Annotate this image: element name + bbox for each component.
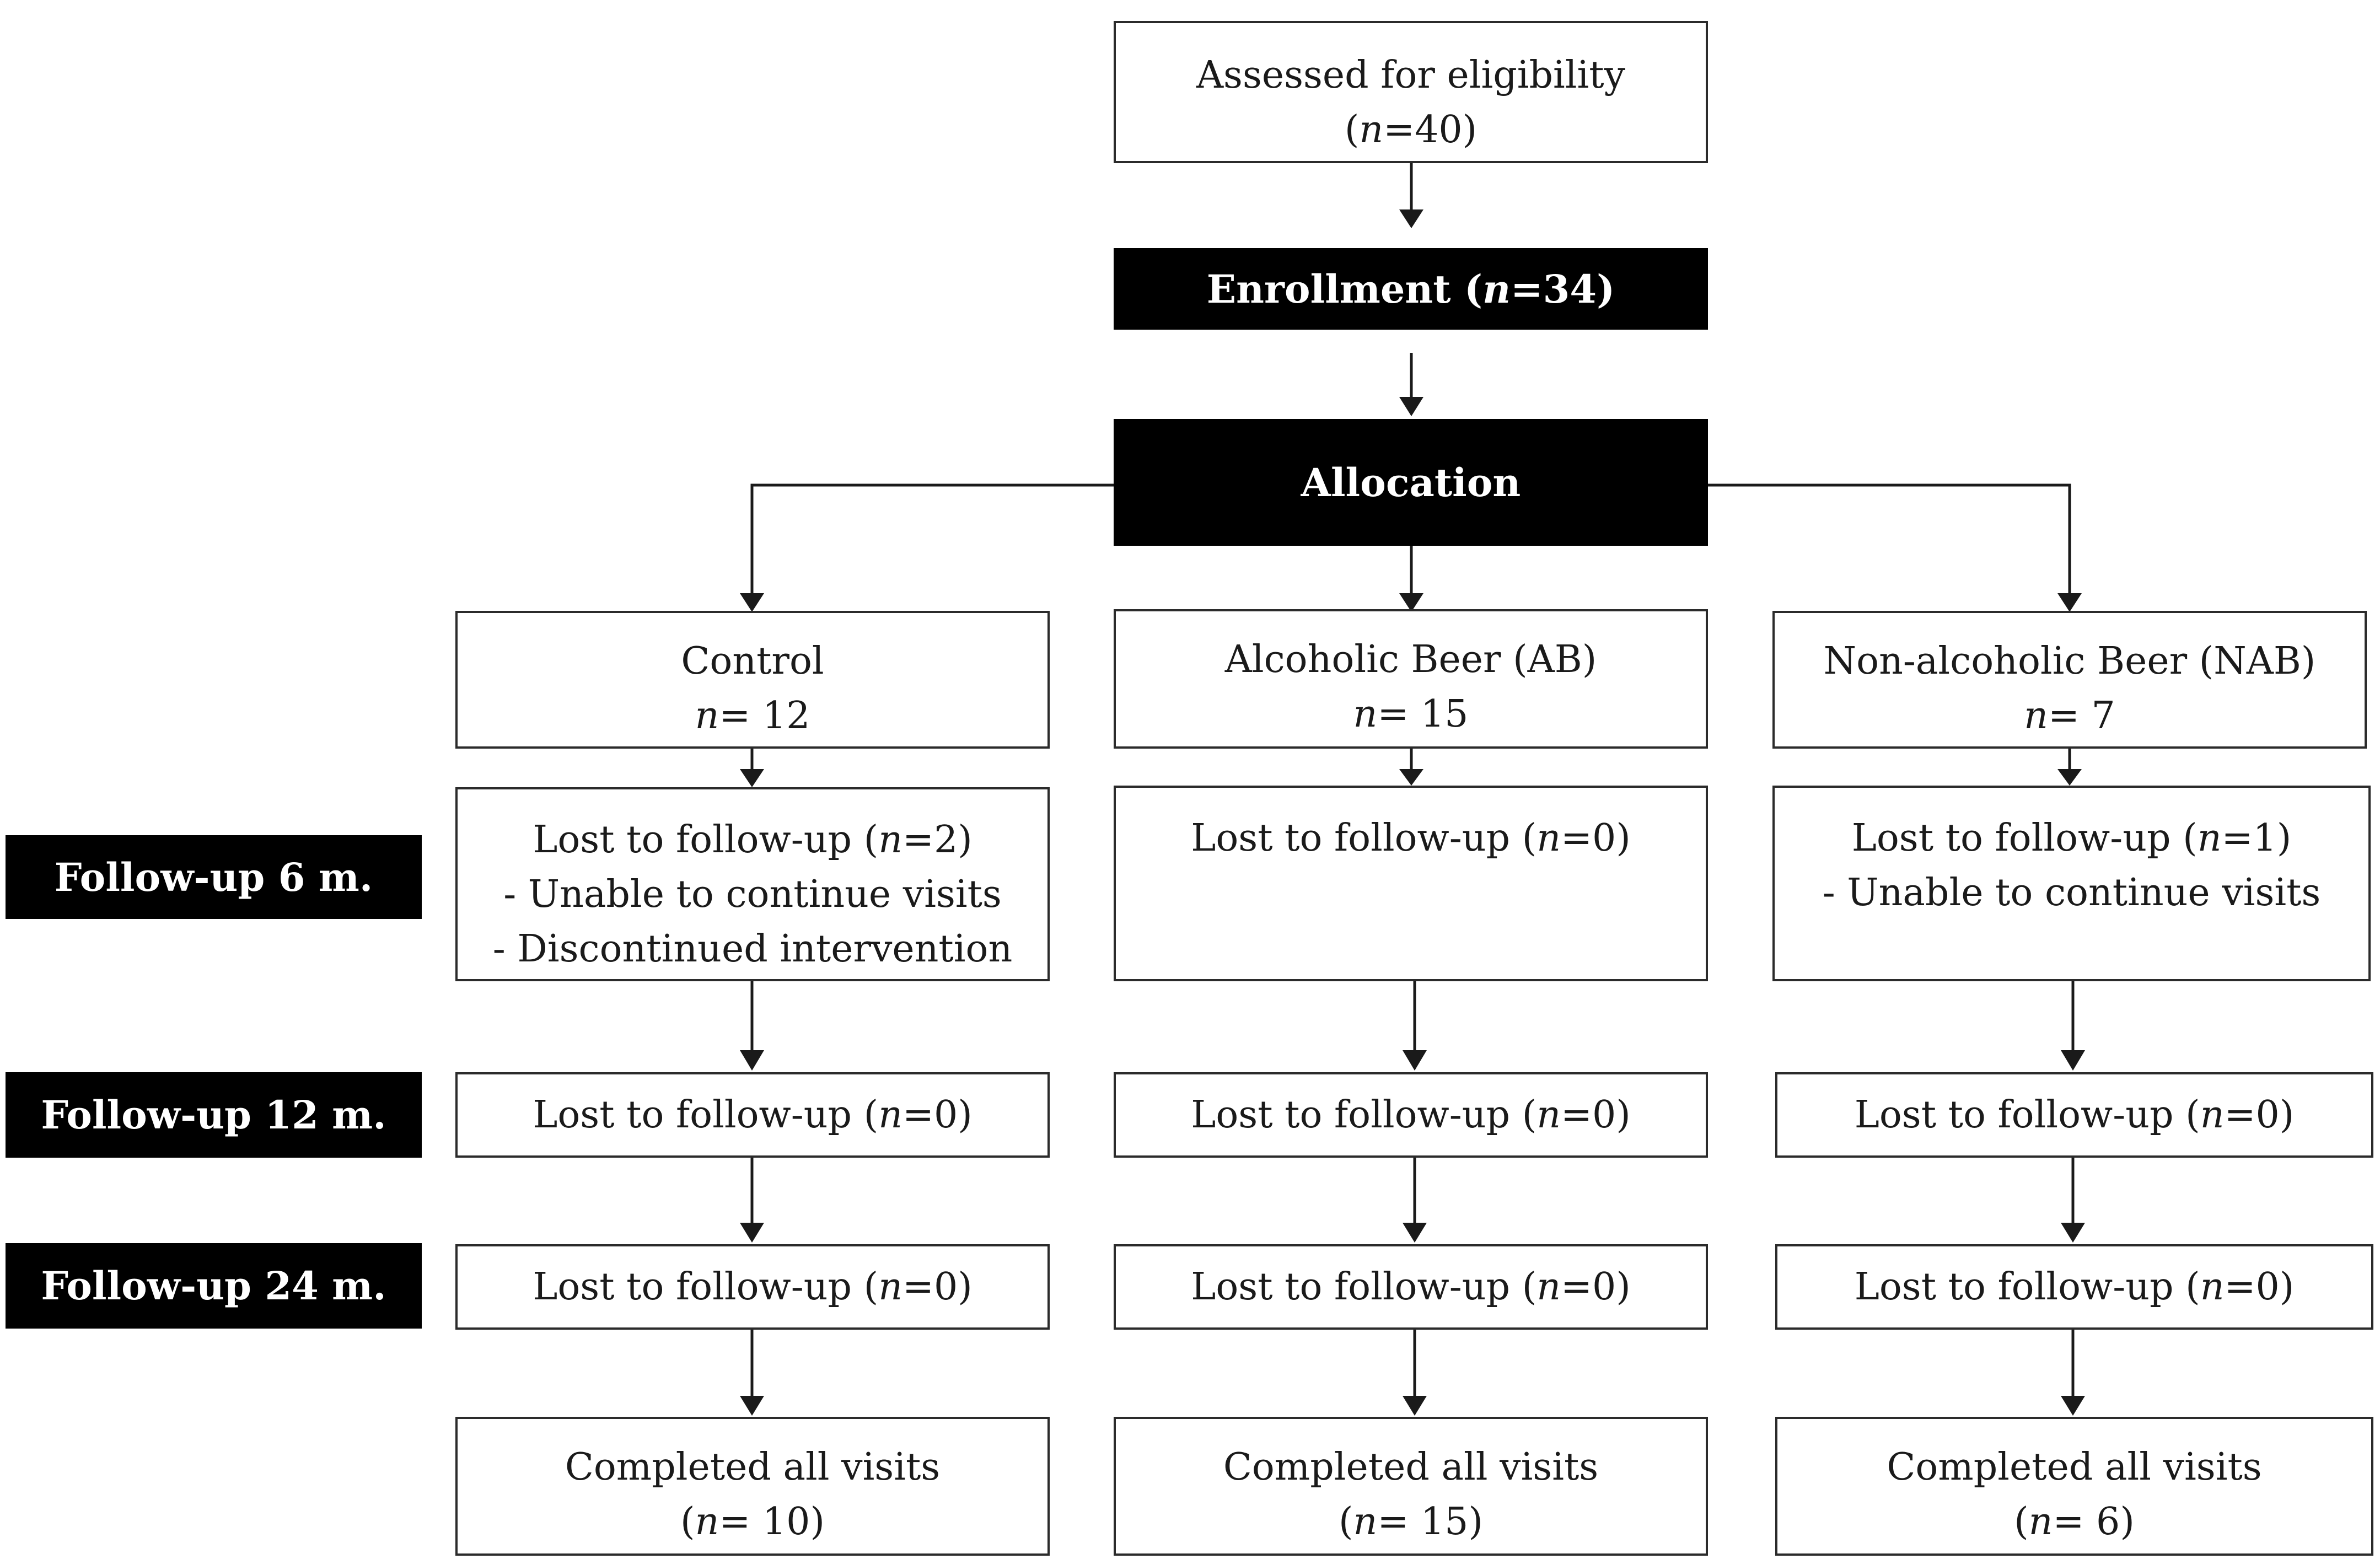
fu6-box-nab: Lost to follow-up (n=1) - Unable to cont… xyxy=(1772,786,2371,981)
arrowhead xyxy=(1399,209,1423,228)
phase-label-fu24: Follow-up 24 m. xyxy=(6,1243,422,1329)
arrowhead xyxy=(1399,397,1423,416)
lost-count: Lost to follow-up (n=2) xyxy=(533,818,973,862)
completed-box-ab: Completed all visits (n= 15) xyxy=(1114,1417,1708,1556)
lost-reason: - Discontinued intervention xyxy=(492,927,1013,971)
fu12-box-ab: Lost to follow-up (n=0) xyxy=(1114,1072,1708,1158)
arrowhead xyxy=(740,1396,764,1416)
group-box-control: Control n= 12 xyxy=(455,611,1050,749)
group-box-ab: Alcoholic Beer (AB) n= 15 xyxy=(1114,609,1708,749)
lost-count: Lost to follow-up (n=0) xyxy=(1191,1265,1631,1309)
fu12-box-control: Lost to follow-up (n=0) xyxy=(455,1072,1050,1158)
arrow-allocation-control xyxy=(750,483,1114,598)
arrowhead xyxy=(1403,1050,1427,1071)
assessed-box: Assessed for eligibility (n=40) xyxy=(1114,21,1708,163)
lost-count: Lost to follow-up (n=0) xyxy=(1191,1093,1631,1137)
arrowhead xyxy=(2057,769,2082,786)
lost-count: Lost to follow-up (n=0) xyxy=(533,1265,973,1309)
arrowhead xyxy=(2061,1396,2085,1416)
completed-count: (n= 15) xyxy=(1339,1500,1483,1544)
fu6-box-ab: Lost to follow-up (n=0) xyxy=(1114,786,1708,981)
arrowhead xyxy=(1399,593,1423,612)
group-count: n= 12 xyxy=(695,694,810,738)
phase-label-fu12: Follow-up 12 m. xyxy=(6,1072,422,1158)
group-name: Control xyxy=(681,639,824,683)
arrowhead xyxy=(2061,1223,2085,1243)
group-count: n= 15 xyxy=(1353,692,1469,736)
completed-box-nab: Completed all visits (n= 6) xyxy=(1775,1417,2373,1556)
lost-count: Lost to follow-up (n=0) xyxy=(533,1093,973,1137)
phase-label-fu6: Follow-up 6 m. xyxy=(6,835,422,919)
allocation-label: Allocation xyxy=(1301,459,1521,506)
arrowhead xyxy=(2061,1050,2085,1071)
assessed-label: Assessed for eligibility xyxy=(1196,53,1626,97)
arrowhead xyxy=(1399,769,1423,786)
fu24-box-ab: Lost to follow-up (n=0) xyxy=(1114,1244,1708,1330)
enrollment-label: Enrollment (n=34) xyxy=(1206,266,1615,312)
arrowhead xyxy=(740,1050,764,1071)
allocation-header: Allocation xyxy=(1114,419,1708,546)
lost-count: Lost to follow-up (n=1) xyxy=(1851,816,2292,860)
lost-count: Lost to follow-up (n=0) xyxy=(1854,1265,2295,1309)
enrollment-header: Enrollment (n=34) xyxy=(1114,248,1708,330)
arrowhead xyxy=(1403,1223,1427,1243)
completed-count: (n= 10) xyxy=(680,1500,825,1544)
lost-reason: - Unable to continue visits xyxy=(503,873,1002,916)
arrowhead xyxy=(740,769,764,787)
fu12-box-nab: Lost to follow-up (n=0) xyxy=(1775,1072,2373,1158)
group-count: n= 7 xyxy=(2024,694,2115,738)
group-name: Alcoholic Beer (AB) xyxy=(1224,638,1597,681)
fu24-box-nab: Lost to follow-up (n=0) xyxy=(1775,1244,2373,1330)
completed-count: (n= 6) xyxy=(2014,1500,2135,1544)
arrowhead xyxy=(740,1223,764,1243)
arrowhead xyxy=(2057,593,2082,612)
completed-label: Completed all visits xyxy=(1223,1445,1599,1489)
completed-label: Completed all visits xyxy=(1887,1445,2262,1489)
completed-label: Completed all visits xyxy=(565,1445,941,1489)
lost-count: Lost to follow-up (n=0) xyxy=(1854,1093,2295,1137)
fu6-box-control: Lost to follow-up (n=2) - Unable to cont… xyxy=(455,787,1050,981)
group-name: Non-alcoholic Beer (NAB) xyxy=(1823,639,2316,683)
arrowhead xyxy=(740,593,764,612)
lost-reason: - Unable to continue visits xyxy=(1822,871,2321,915)
completed-box-control: Completed all visits (n= 10) xyxy=(455,1417,1050,1556)
lost-count: Lost to follow-up (n=0) xyxy=(1191,816,1631,860)
fu24-box-control: Lost to follow-up (n=0) xyxy=(455,1244,1050,1330)
assessed-count: (n=40) xyxy=(1344,108,1478,152)
arrow-allocation-nab xyxy=(1708,483,2071,598)
arrowhead xyxy=(1403,1396,1427,1416)
group-box-nab: Non-alcoholic Beer (NAB) n= 7 xyxy=(1772,611,2367,749)
